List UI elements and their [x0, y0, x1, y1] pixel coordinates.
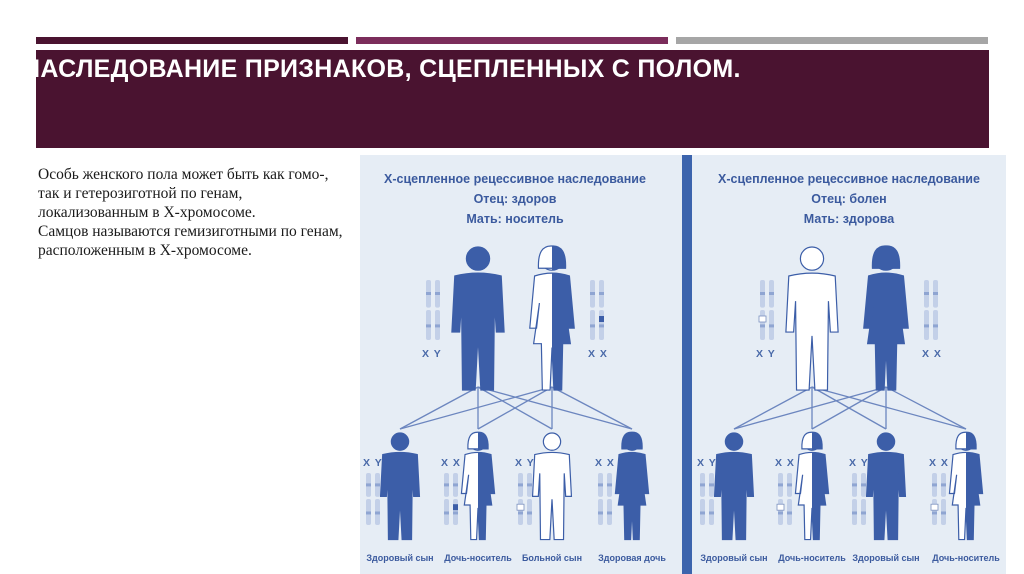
- left-panel-child-2-chromosomes: [444, 473, 458, 525]
- left-panel-father-genotype: X Y: [422, 348, 442, 360]
- right-panel-child-3-caption: Здоровый сын: [852, 553, 920, 563]
- right-panel-child-2-genotype: X X: [775, 457, 795, 469]
- right-panel-child-1-caption: Здоровый сын: [700, 553, 768, 563]
- left-panel-child-1-figure: [379, 432, 421, 541]
- panel-divider: [682, 155, 692, 574]
- left-panel-child-2-figure: [460, 431, 496, 541]
- right-panel-mother-chromosomes: [924, 280, 938, 340]
- left-panel-heading-block: Х-сцепленное рецессивное наследование От…: [360, 169, 670, 229]
- right-panel-cross-lines: [733, 386, 967, 430]
- right-mother-status: Мать: здорова: [803, 212, 895, 226]
- left-panel-child-1-chromosomes: [366, 473, 380, 525]
- left-panel-father-figure: [451, 246, 505, 391]
- title-banner: [36, 50, 989, 148]
- top-accent-bar-3: [676, 37, 988, 44]
- left-panel-child-4-genotype: X X: [595, 457, 615, 469]
- right-father-status: Отец: болен: [811, 192, 887, 206]
- right-panel-father-chromosomes: [758, 280, 774, 340]
- left-panel-heading: Х-сцепленное рецессивное наследование: [384, 172, 646, 186]
- right-panel-heading-block: Х-сцепленное рецессивное наследование От…: [694, 169, 1004, 229]
- right-panel-child-4-caption: Дочь-носитель: [932, 553, 1000, 563]
- paragraph-heterozygous: Особь женского пола может быть как гомо-…: [38, 166, 329, 221]
- top-accent-bar-2: [356, 37, 668, 44]
- left-mother-status: Мать: носитель: [466, 212, 564, 226]
- slide-title: НАСЛЕДОВАНИЕ ПРИЗНАКОВ, СЦЕПЛЕННЫХ С ПОЛ…: [22, 55, 741, 83]
- left-panel-mother-genotype: X X: [588, 348, 608, 360]
- right-panel-mother-figure: [863, 245, 909, 391]
- right-panel-heading: Х-сцепленное рецессивное наследование: [718, 172, 980, 186]
- right-panel-father-figure: [785, 246, 839, 391]
- right-panel-child-1-figure: [713, 432, 755, 541]
- right-panel-child-3-chromosomes: [852, 473, 866, 525]
- right-panel-child-2-figure: [794, 431, 830, 541]
- right-panel-child-1-genotype: X Y: [697, 457, 717, 469]
- left-panel-child-4-caption: Здоровая дочь: [598, 553, 666, 563]
- right-panel-child-4-figure: [948, 431, 984, 541]
- left-panel-cross-lines: [399, 386, 633, 430]
- left-panel-child-4-figure: [614, 431, 650, 541]
- pedigree-graphic: X Y X X X Y X X X Y X X X Y X X X Y X X X Y X X: [363, 245, 984, 541]
- left-father-status: Отец: здоров: [473, 192, 557, 206]
- left-panel-child-1-genotype: X Y: [363, 457, 383, 469]
- right-panel-child-4-genotype: X X: [929, 457, 949, 469]
- left-panel-child-3-caption: Больной сын: [521, 553, 583, 563]
- left-panel-father-chromosomes: [426, 280, 440, 340]
- right-panel-child-2-caption: Дочь-носитель: [778, 553, 846, 563]
- left-panel-child-2-caption: Дочь-носитель: [444, 553, 512, 563]
- left-panel-child-3-chromosomes: [516, 473, 532, 525]
- left-panel-mother-figure: [529, 245, 575, 391]
- right-panel-child-1-chromosomes: [700, 473, 714, 525]
- right-panel-child-4-chromosomes: [930, 473, 946, 525]
- left-panel-child-4-chromosomes: [598, 473, 612, 525]
- right-panel-child-3-genotype: X Y: [849, 457, 869, 469]
- body-text: Особь женского пола может быть как гомо-…: [38, 165, 348, 260]
- right-panel-mother-genotype: X X: [922, 348, 942, 360]
- left-panel-child-3-genotype: X Y: [515, 457, 535, 469]
- right-panel-child-2-chromosomes: [776, 473, 792, 525]
- left-panel-child-3-figure: [531, 432, 573, 541]
- top-accent-bar-1: [36, 37, 348, 44]
- right-panel-father-genotype: X Y: [756, 348, 776, 360]
- left-panel-mother-chromosomes: [590, 280, 604, 340]
- paragraph-hemizygous: Самцов называются гемизиготными по генам…: [38, 223, 343, 259]
- left-panel-child-1-caption: Здоровый сын: [366, 553, 434, 563]
- right-panel-child-3-figure: [865, 432, 907, 541]
- left-panel-child-2-genotype: X X: [441, 457, 461, 469]
- inheritance-diagram: Х-сцепленное рецессивное наследование От…: [360, 155, 1006, 574]
